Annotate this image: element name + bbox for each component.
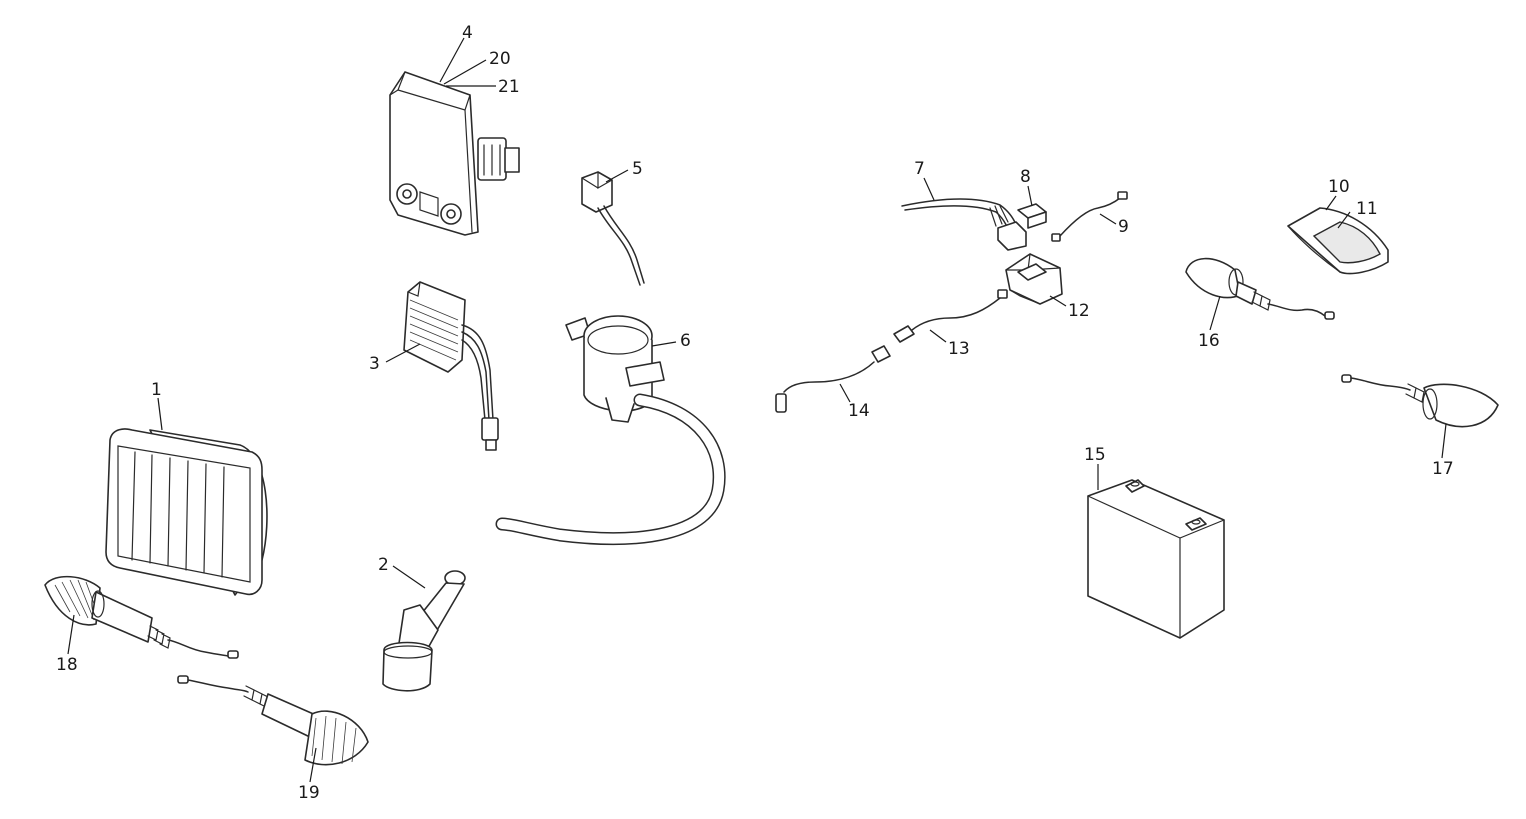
callout-20: 20 (489, 49, 511, 69)
callout-17: 17 (1432, 459, 1454, 479)
part-fuse[interactable] (1017, 203, 1047, 229)
callout-5: 5 (632, 159, 643, 179)
callout-19: 19 (298, 783, 320, 803)
callout-13: 13 (948, 339, 970, 359)
part-spark-plug-cap[interactable] (382, 570, 466, 692)
callout-15: 15 (1084, 445, 1106, 465)
part-indicator-16[interactable] (1185, 257, 1335, 320)
part-headlight[interactable] (105, 428, 268, 596)
callout-6: 6 (680, 331, 691, 351)
part-tail-lamp[interactable] (1287, 207, 1389, 275)
callout-12: 12 (1068, 301, 1090, 321)
callout-10: 10 (1328, 177, 1350, 197)
part-indicator-17[interactable] (1341, 374, 1499, 428)
callout-1: 1 (151, 380, 162, 400)
part-wire-harness[interactable] (901, 198, 1027, 251)
callout-4: 4 (462, 23, 473, 43)
callout-9: 9 (1118, 217, 1129, 237)
callout-8: 8 (1020, 167, 1031, 187)
callout-16: 16 (1198, 331, 1220, 351)
part-cdi-unit[interactable] (389, 71, 520, 236)
callout-7: 7 (914, 159, 925, 179)
part-regulator-rectifier[interactable] (403, 281, 499, 451)
callout-18: 18 (56, 655, 78, 675)
callout-3: 3 (369, 354, 380, 374)
callout-labels: 1 2 3 4 20 21 5 6 7 8 9 10 11 12 13 14 1… (56, 23, 1454, 803)
part-starter-lead[interactable] (893, 289, 1008, 343)
leader-lines (67, 37, 1447, 783)
part-indicator-18[interactable] (44, 575, 239, 659)
callout-11: 11 (1356, 199, 1378, 219)
callout-21: 21 (498, 77, 520, 97)
part-battery[interactable] (1087, 479, 1225, 639)
part-lead[interactable] (775, 345, 891, 413)
part-starter-relay[interactable] (1005, 253, 1063, 305)
part-indicator-19[interactable] (177, 675, 369, 766)
callout-14: 14 (848, 401, 870, 421)
callout-2: 2 (378, 555, 389, 575)
part-fuse-lead[interactable] (1051, 191, 1128, 242)
part-ignition-coil[interactable] (495, 315, 726, 545)
part-connector[interactable] (581, 171, 645, 286)
